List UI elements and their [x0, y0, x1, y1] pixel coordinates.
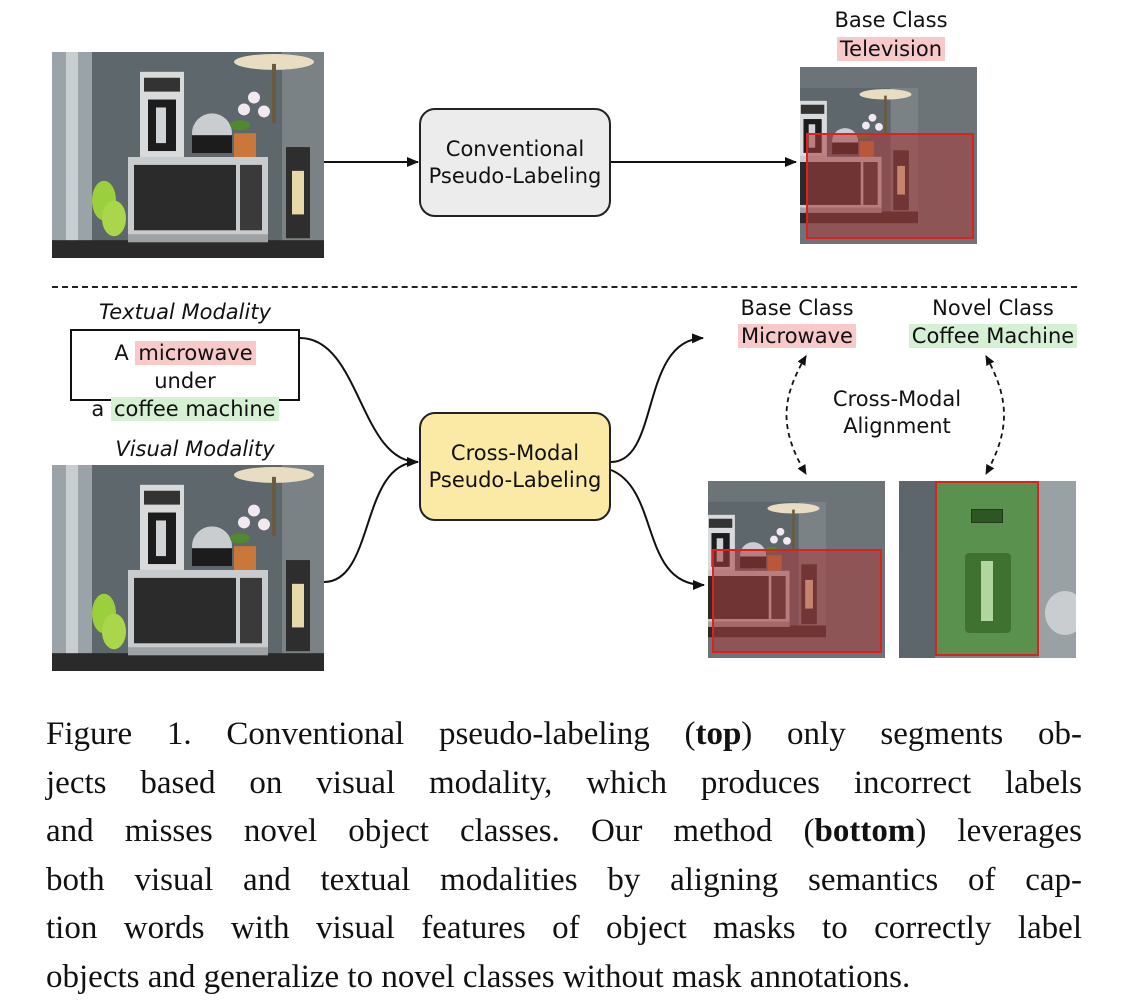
- novel-class-header: Novel Class: [932, 296, 1054, 320]
- alignment-arrow-coffee-machine: [985, 355, 1005, 475]
- caption-line-e: tion words with visual features of objec…: [46, 910, 1082, 946]
- bottom-input-photo: [52, 465, 324, 671]
- television-mask: [806, 133, 974, 239]
- caption-word-microwave: microwave: [135, 341, 256, 365]
- caption-line-1: A microwave under: [82, 339, 288, 395]
- caption-line-2: a coffee machine: [82, 395, 288, 423]
- cross-modal-label-line2: Pseudo-Labeling: [428, 467, 602, 492]
- caption-word-coffee-machine: coffee machine: [110, 397, 279, 421]
- caption-line-d: both visual and textual modalities by al…: [46, 861, 1082, 898]
- top-output-photo: [800, 67, 977, 244]
- caption-bold-top: top: [695, 716, 742, 752]
- alignment-line2: Alignment: [843, 414, 951, 438]
- caption-word-a: A: [114, 341, 129, 365]
- caption-text-box: A microwave under a coffee machine: [70, 329, 300, 421]
- bottom-base-class-header: Base Class: [740, 296, 854, 320]
- arrow-cross-modal-to-base-class: [610, 333, 704, 463]
- arrow-text-to-cross-modal: [299, 337, 419, 467]
- coffee-carafe-handle: [981, 561, 993, 621]
- conventional-label-line1: Conventional: [445, 136, 585, 161]
- arrow-visual-to-cross-modal: [323, 461, 419, 583]
- cross-modal-pseudo-labeling-box: Cross-Modal Pseudo-Labeling: [419, 412, 611, 521]
- conventional-label-line2: Pseudo-Labeling: [428, 163, 602, 188]
- conventional-pseudo-labeling-box: Conventional Pseudo-Labeling: [419, 108, 611, 217]
- top-input-photo: [52, 52, 324, 258]
- flow-arrows: [299, 157, 1005, 590]
- cross-modal-label-line1: Cross-Modal: [450, 440, 580, 465]
- coffee-machine-label: Coffee Machine: [908, 324, 1078, 348]
- top-base-class-name: Television: [800, 37, 982, 61]
- coffee-bg-wall: [899, 481, 935, 658]
- coffee-machine-output-photo: [899, 481, 1076, 658]
- microwave-label: Microwave: [738, 324, 856, 348]
- cross-modal-alignment-label: Cross-Modal Alignment: [812, 386, 982, 440]
- caption-word-a2: a: [91, 397, 105, 421]
- arrow-cross-modal-to-microwave: [610, 469, 705, 590]
- microwave-output-photo: [708, 481, 885, 658]
- alignment-arrow-microwave: [785, 355, 807, 475]
- caption-bold-bottom: bottom: [814, 813, 916, 849]
- caption-word-under: under: [154, 369, 216, 393]
- caption-line-a: Figure 1. Conventional pseudo-labeling (…: [46, 716, 1082, 752]
- visual-modality-label: Visual Modality: [115, 437, 275, 461]
- alignment-line1: Cross-Modal: [832, 387, 962, 411]
- textual-modality-label: Textual Modality: [99, 300, 271, 324]
- caption-line-c: and misses novel object classes. Our met…: [46, 813, 1082, 849]
- coffee-machine-display: [971, 509, 1003, 523]
- caption-line-b: jects based on visual modality, which pr…: [46, 764, 1082, 801]
- microwave-mask: [712, 549, 882, 653]
- novel-class-name: Coffee Machine: [900, 324, 1086, 348]
- television-label: Television: [836, 37, 946, 61]
- kettle-edge: [1045, 591, 1076, 635]
- caption-line-f: objects and generalize to novel classes …: [46, 958, 911, 995]
- figure-caption: Figure 1. Conventional pseudo-labeling (…: [46, 710, 1082, 1001]
- coffee-machine-mask: [935, 481, 1039, 656]
- bottom-base-class-name: Microwave: [722, 324, 872, 348]
- top-base-class-header: Base Class: [834, 8, 948, 32]
- section-divider: [52, 286, 1077, 288]
